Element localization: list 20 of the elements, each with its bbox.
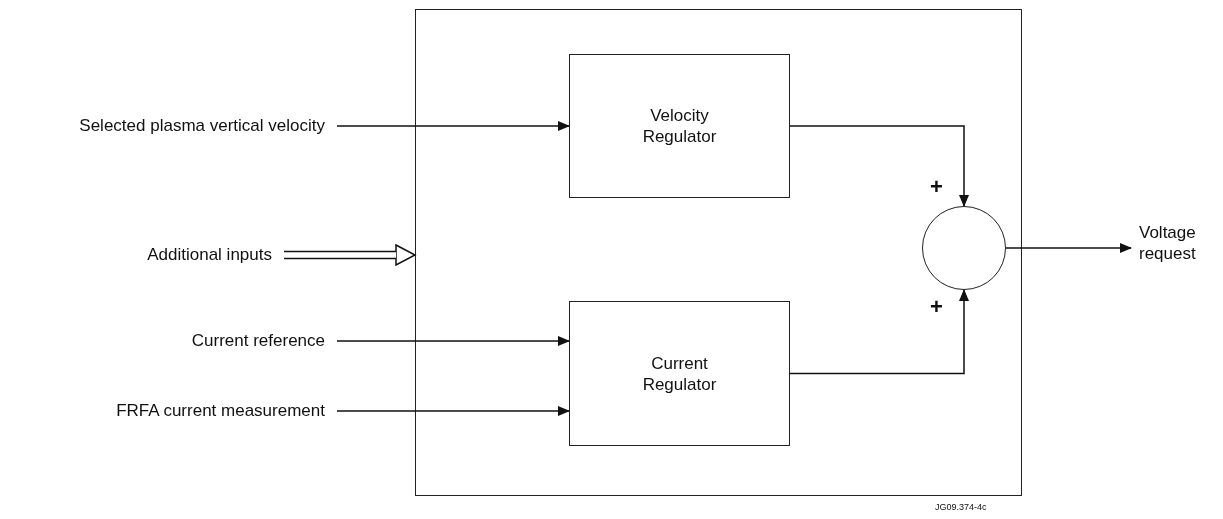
signal-label: Current reference (0, 330, 325, 352)
signal-label: Selected plasma vertical velocity (0, 115, 325, 137)
signal-label: FRFA current measurement (0, 400, 325, 422)
figure-id: JG09.374-4c (935, 502, 987, 512)
edge-label: + (930, 296, 943, 318)
box-label: Velocity Regulator (641, 105, 718, 147)
arrow (789, 125, 969, 207)
arrow (789, 289, 969, 375)
arrow (336, 406, 570, 416)
signal-label: Voltage request (1139, 222, 1219, 268)
process-box (569, 54, 790, 198)
arrow (336, 121, 570, 131)
signal-label: Additional inputs (0, 244, 272, 266)
box-label: Current Regulator (641, 352, 718, 395)
arrow (1005, 243, 1132, 253)
edge-label: + (930, 176, 943, 198)
arrow (336, 336, 570, 346)
double-arrow (284, 244, 416, 266)
process-box (569, 301, 790, 446)
system-block (415, 9, 1022, 496)
